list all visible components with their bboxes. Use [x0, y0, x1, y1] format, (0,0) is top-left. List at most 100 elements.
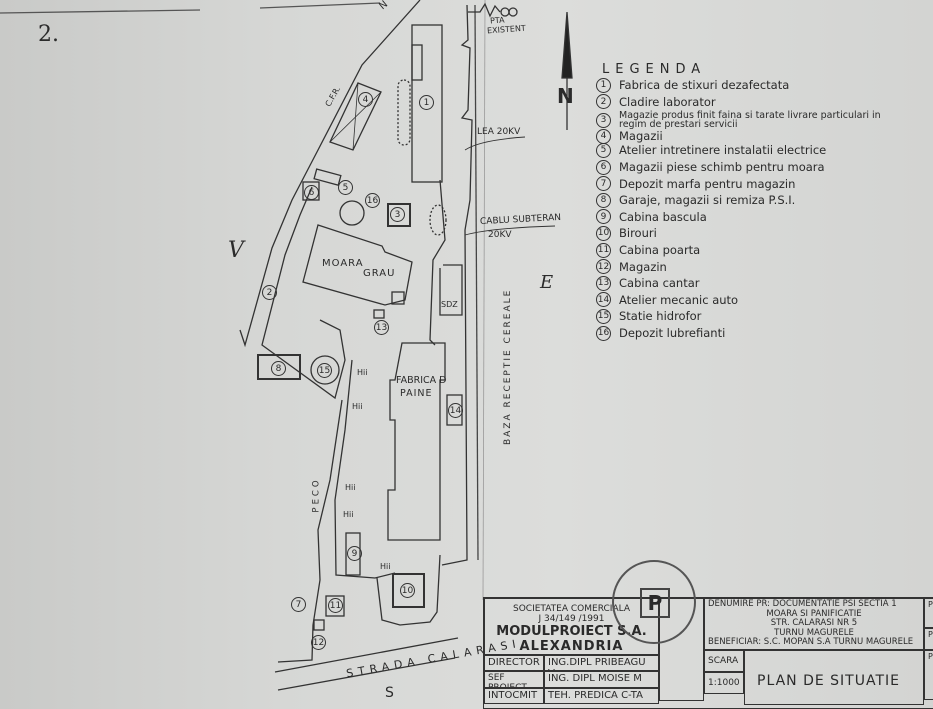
hydrant-label: Hii — [345, 483, 356, 492]
marker-15: 15 — [317, 363, 332, 378]
legend-item: 1 Fabrica de stixuri dezafectata — [596, 77, 909, 94]
east-mark: E — [540, 272, 554, 293]
west-boundary — [277, 399, 343, 663]
baza-label: BAZA RECEPTIE CEREALE — [503, 288, 513, 445]
stamp-logo-icon: P — [640, 588, 670, 618]
building-12 — [313, 619, 325, 631]
scale-label: SCARA — [704, 650, 744, 672]
building-shed — [313, 168, 342, 186]
building-3 — [387, 203, 411, 227]
compass-arrow-icon — [561, 11, 573, 79]
marker-2: 2 — [262, 285, 277, 300]
project-cell: DENUMIRE PR: DOCUMENTATIE PSI SECTIA 1 M… — [704, 598, 924, 650]
legend-number: 10 — [596, 225, 611, 241]
building-15 — [310, 355, 340, 385]
hydrant-label: Hii — [357, 368, 368, 377]
marker-14: 14 — [448, 403, 463, 418]
legend-label: Magazii piese schimb pentru moara — [619, 160, 825, 175]
building-11 — [325, 595, 345, 617]
legend-item: 4 Magazii — [596, 128, 909, 144]
leader-lines — [464, 136, 556, 236]
compass-label: N — [557, 84, 574, 108]
water-tower — [339, 200, 365, 226]
green-island — [429, 204, 447, 236]
company-city: ALEXANDRIA — [519, 639, 624, 654]
building-moara-grau — [302, 224, 413, 306]
legend-label: Birouri — [619, 226, 657, 241]
grau-label: GRAU — [363, 268, 396, 279]
role-cell: DIRECTOR — [484, 655, 544, 671]
company-name: MODULPROIECT S.A. — [496, 624, 647, 639]
legend-number: 14 — [596, 292, 611, 308]
legend-label: Magazin — [619, 259, 667, 274]
drawing-title: PLAN DE SITUATIE — [744, 650, 924, 705]
legend-item: 16 Depozit lubrefianti — [596, 325, 909, 342]
role-cell: SEF PROIECT — [484, 671, 544, 688]
legend-title: LEGENDA — [602, 62, 707, 77]
pta-circle — [508, 7, 518, 17]
access-road — [429, 179, 446, 346]
south-mark: S — [385, 685, 394, 701]
legend-label: Depozit lubrefianti — [619, 326, 726, 341]
name-cell: ING.DIPL PRIBEAGU V — [544, 655, 659, 671]
page-number: 2. — [38, 22, 59, 47]
legend-label: Cabina poarta — [619, 243, 701, 258]
legend-number: 1 — [596, 77, 611, 93]
legend-number: 4 — [596, 128, 611, 144]
marker-10: 10 — [400, 583, 415, 598]
green-area — [397, 79, 411, 146]
building-8 — [257, 354, 301, 380]
sheet-border-line — [0, 2, 381, 14]
legend-label: Cladire laborator — [619, 94, 716, 109]
peco-label: PECO — [311, 477, 322, 513]
name-cell: TEH. PREDICA C-TA — [544, 688, 659, 704]
right-col-cell: PR. — [924, 598, 933, 628]
legend-label: Fabrica de stixuri dezafectata — [619, 78, 790, 93]
legend-label: Cabina bascula — [619, 209, 707, 224]
legend-item: 6 Magazii piese schimb pentru moara — [596, 159, 909, 176]
legend-number: 15 — [596, 308, 611, 324]
marker-13: 13 — [374, 320, 389, 335]
marker-12: 12 — [311, 635, 326, 650]
project-line: TURNU MAGURELE — [774, 627, 854, 638]
legend-item: 9 Cabina bascula — [596, 209, 909, 226]
legend-number: 16 — [596, 325, 611, 341]
marker-5: 5 — [338, 180, 353, 195]
legend-item: 15 Statie hidrofor — [596, 308, 909, 325]
legend-number: 8 — [596, 192, 611, 208]
railway-boundary — [239, 0, 421, 348]
legend-label: Cabina cantar — [619, 276, 700, 291]
building-sdz — [439, 264, 463, 316]
marker-8: 8 — [271, 361, 286, 376]
legend-number: 6 — [596, 159, 611, 175]
company-stamp: P — [612, 560, 696, 644]
inner-road — [334, 359, 441, 626]
marker-7: 7 — [291, 597, 306, 612]
building-1 — [411, 24, 443, 183]
marker-11: 11 — [328, 598, 343, 613]
legend-label: Statie hidrofor — [619, 309, 702, 324]
legend-number: 9 — [596, 209, 611, 225]
project-label: DENUMIRE PR: — [708, 599, 770, 609]
right-col-cell: P — [924, 628, 933, 650]
marker-16: 16 — [365, 193, 380, 208]
hydrant-label: Hii — [343, 510, 354, 519]
marker-4: 4 — [358, 92, 373, 107]
right-col-cell: PL — [924, 650, 933, 700]
hydrant-label: Hii — [380, 562, 391, 571]
legend-label: Depozit marfa pentru magazin — [619, 176, 796, 191]
building-1-annex — [411, 44, 423, 81]
legend-label: Magazii — [619, 129, 663, 144]
legend-number: 3 — [596, 112, 611, 128]
building-13 — [373, 309, 385, 319]
beneficiar: BENEFICIAR: S.C. MOPAN S.A TURNU MAGUREL… — [708, 637, 914, 647]
strada-calarasi — [274, 637, 459, 691]
